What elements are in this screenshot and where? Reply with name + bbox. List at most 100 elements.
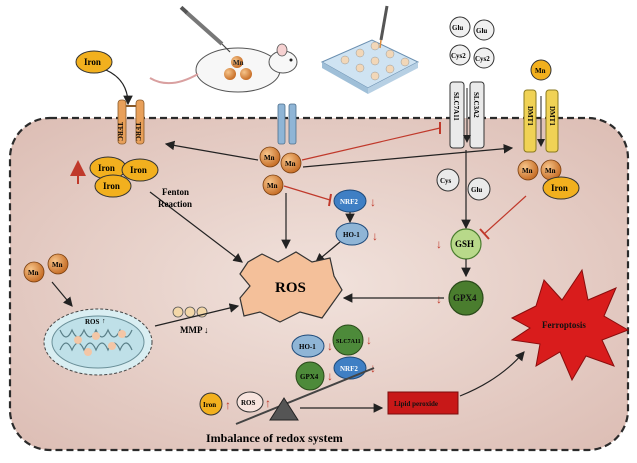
iron-bottom-label: Iron xyxy=(203,401,216,409)
mn-right-label-1: Mn xyxy=(522,167,533,175)
lipid-peroxide-box xyxy=(387,391,459,415)
ferroptosis-label: Ferroptosis xyxy=(542,320,586,330)
reaction-label: Reaction xyxy=(158,199,192,209)
nrf2-bottom-label: NRF2 xyxy=(340,365,358,373)
ho1-label: HO-1 xyxy=(343,231,360,239)
cys2-label-1: Cys2 xyxy=(451,52,466,60)
iron-right xyxy=(542,176,580,200)
balance-scale xyxy=(235,367,375,425)
mouse-illustration xyxy=(149,5,298,93)
ho1-down-arrow: ↓ xyxy=(372,229,378,243)
ros-central-label: ROS xyxy=(275,280,306,296)
gpx4-bottom-node xyxy=(295,361,325,391)
mmp-dot-2 xyxy=(184,306,196,318)
iron-cluster-label-1: Iron xyxy=(98,163,115,173)
mitochondrion xyxy=(43,308,153,376)
glu-node-label: Glu xyxy=(471,186,482,194)
ros-bottom-node xyxy=(236,391,264,413)
gpx4-label: GPX4 xyxy=(453,293,477,303)
ho1-bottom-down: ↓ xyxy=(327,339,333,353)
gpx4-bottom-down: ↓ xyxy=(327,369,333,383)
mn-center-label-3: Mn xyxy=(267,182,278,190)
mn-inhibits-slc7a11 xyxy=(301,127,441,161)
iron-extracellular xyxy=(75,50,113,74)
mito-ros-up-arrow: ↑ xyxy=(102,317,106,325)
tfrc-label-1: TFRC xyxy=(116,122,124,141)
mmp-label: MMP xyxy=(180,325,203,335)
ros-central-node xyxy=(239,251,343,323)
ho1-bottom-label: HO-1 xyxy=(299,343,316,351)
glu-node xyxy=(467,177,491,201)
gpx4-node xyxy=(448,280,484,316)
ferroptosis-burst xyxy=(510,268,630,382)
mn-inhibits-nrf2 xyxy=(283,185,331,201)
mn-center-label-1: Mn xyxy=(264,154,275,162)
slc3a2-label: SLC3A2 xyxy=(472,92,480,118)
mito-to-ros-arrow xyxy=(154,303,240,327)
iron-to-tfrc-arrow xyxy=(105,69,133,106)
iron-bottom-up: ↑ xyxy=(225,398,231,412)
glu-extracellular-2 xyxy=(473,19,495,41)
nrf2-label: NRF2 xyxy=(340,198,358,206)
iron-extracellular-label: Iron xyxy=(84,57,101,67)
iron-cluster-label-2: Iron xyxy=(130,165,147,175)
dmt1-label-1: DMT1 xyxy=(526,106,534,126)
mn-left-label-1: Mn xyxy=(28,269,39,277)
glu-label-1: Glu xyxy=(452,24,463,32)
slc7a11-bottom-node xyxy=(332,324,364,356)
ho1-bottom-node xyxy=(291,334,325,358)
mmp-down-arrow: ↓ xyxy=(204,325,209,335)
tfrc-label-2: TFRC xyxy=(134,122,142,141)
glu-extracellular-1 xyxy=(449,16,471,38)
iron-cluster xyxy=(89,156,159,198)
dmt1-label-2: DMT1 xyxy=(548,106,556,126)
mito-ros-label: ROS xyxy=(85,318,100,326)
cys-node xyxy=(436,168,460,192)
mn-left-2 xyxy=(47,253,69,275)
mn-extracellular-label: Mn xyxy=(535,67,546,75)
inhibit-bar-gsh xyxy=(479,228,490,240)
ros-bottom-up: ↑ xyxy=(265,396,271,410)
gsh-label: GSH xyxy=(455,239,474,249)
gpx4-bottom-label: GPX4 xyxy=(300,373,319,381)
nrf2-down-arrow: ↓ xyxy=(370,195,376,209)
tfrc-receptor xyxy=(117,99,145,145)
glu-label-2: Glu xyxy=(476,27,487,35)
ho1-node xyxy=(335,222,369,246)
inhibit-bar-nrf2 xyxy=(328,193,332,207)
cys-label: Cys xyxy=(440,177,452,185)
iron-cluster-label-3: Iron xyxy=(103,181,120,191)
mn-left-1 xyxy=(23,261,45,283)
slc7a11-label: SLC7A11 xyxy=(452,92,460,121)
fenton-label: Fenton xyxy=(162,187,189,197)
lipid-peroxide-label: Lipid peroxide xyxy=(394,400,438,408)
mouse-mn-label: Mn xyxy=(233,59,244,67)
mn-extracellular xyxy=(530,59,552,81)
lipid-to-ferroptosis-arrow xyxy=(459,351,525,397)
dmt1-transporter xyxy=(523,89,559,153)
culture-plate-illustration xyxy=(320,5,420,94)
mn-channel xyxy=(277,103,297,145)
gpx4-down-arrow: ↓ xyxy=(436,292,442,306)
slc7a11-slc3a2-transporter xyxy=(449,81,485,149)
mn-center-label-2: Mn xyxy=(285,160,296,168)
mn-right-1 xyxy=(517,159,539,181)
iron-right-label: Iron xyxy=(551,183,568,193)
mn-left-label-2: Mn xyxy=(52,261,63,269)
iron-bottom-node xyxy=(199,392,223,416)
mn-to-mito-arrow xyxy=(51,281,73,307)
mmp-dot-1 xyxy=(172,306,184,318)
slc7a11-bottom-label: SLC7A11 xyxy=(336,339,361,345)
ros-bottom-label: ROS xyxy=(241,399,256,407)
mn-cluster-center xyxy=(259,146,302,196)
mn-inhibits-gsh xyxy=(483,195,527,235)
mn-right-label-2: Mn xyxy=(545,167,556,175)
fenton-arrow xyxy=(149,191,243,263)
cys2-extracellular-1 xyxy=(449,44,471,66)
mn-to-dmt1-arrow xyxy=(302,143,514,168)
cys2-extracellular-2 xyxy=(473,47,495,69)
imbalance-label: Imbalance of redox system xyxy=(206,431,343,445)
cys2-label-2: Cys2 xyxy=(475,55,490,63)
gsh-down-arrow: ↓ xyxy=(436,237,442,251)
